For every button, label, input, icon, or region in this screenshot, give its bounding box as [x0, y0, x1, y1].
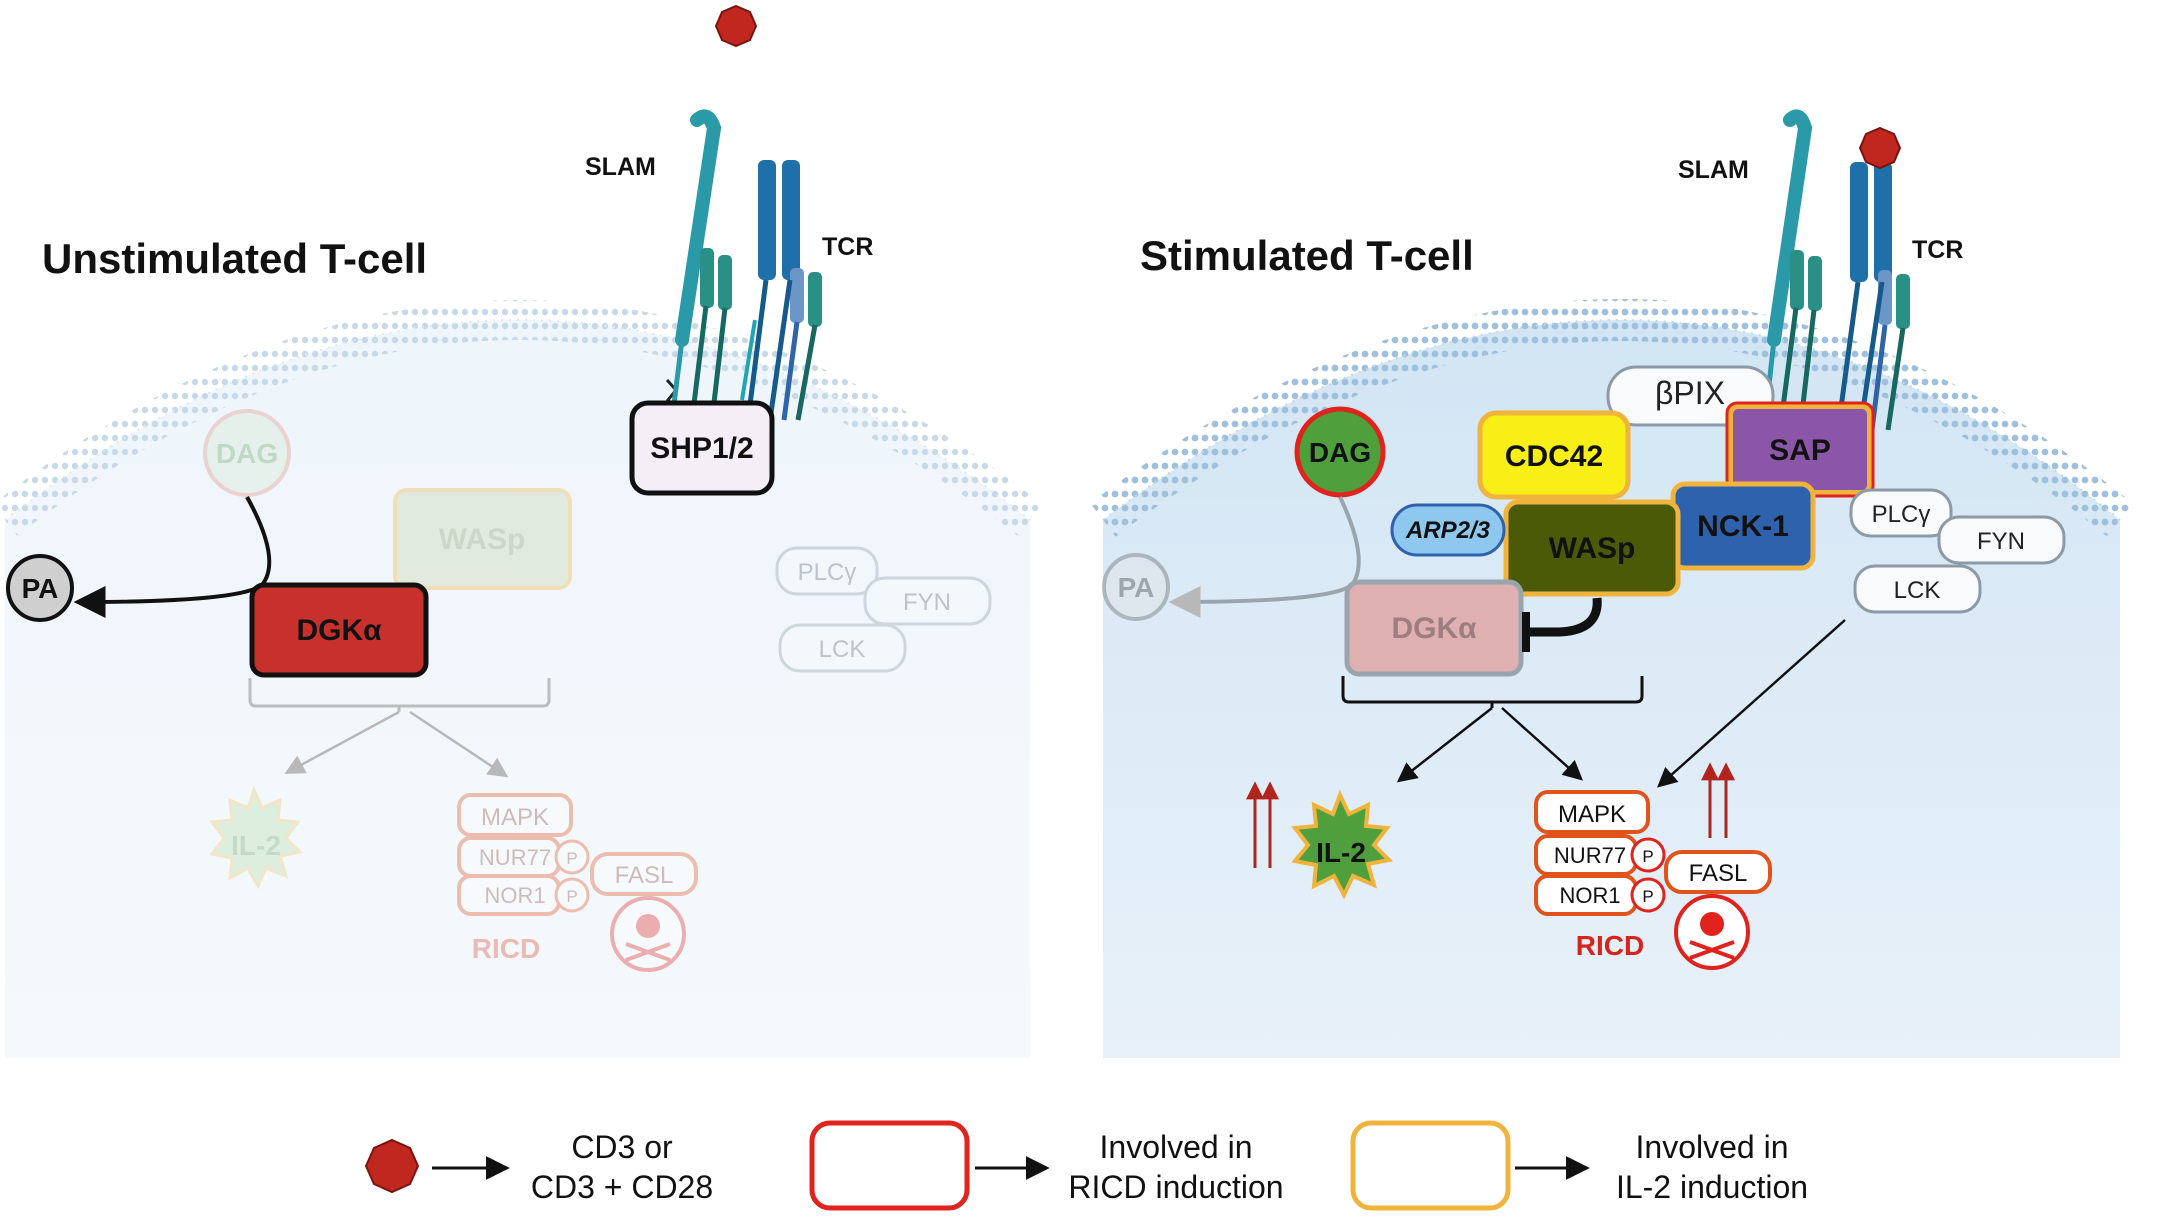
right-arrow-to-il2 [1396, 707, 1493, 783]
left-cell-body [5, 320, 1030, 1058]
legend-stimulus-icon [364, 1138, 420, 1194]
right-sap-label: SAP [1769, 434, 1831, 467]
left-mapk-box [457, 793, 573, 837]
right-mapk-box [1534, 790, 1650, 834]
left-panel-title: Unstimulated T-cell [42, 235, 427, 282]
right-arp-box [1390, 503, 1506, 557]
right-p-label-2: P [1642, 887, 1653, 906]
left-fasl-box [590, 852, 698, 896]
left-pa-node [6, 554, 74, 622]
right-lck-to-mapk-arrow [1657, 619, 1846, 788]
right-dag-node [1294, 406, 1386, 498]
left-nor1-box [457, 874, 561, 916]
left-shp-box [629, 400, 775, 496]
right-fasl-label: FASL [1689, 860, 1748, 887]
legend: CD3 or CD3 + CD28 Involved in RICD induc… [364, 1120, 1808, 1211]
left-skull-icon [610, 896, 686, 972]
right-dgk-label: DGKα [1391, 612, 1477, 645]
left-arrow-to-il2 [284, 710, 400, 774]
right-plcg-box [1849, 488, 1953, 538]
right-p-badge-1 [1630, 837, 1666, 873]
legend-il2-box [1350, 1120, 1511, 1211]
left-dag-label: DAG [216, 438, 278, 469]
right-cdc42-box [1477, 410, 1631, 500]
left-nur77-label: NUR77 [479, 845, 551, 870]
left-plcg-box [775, 546, 879, 596]
right-bpix-label: βPIX [1655, 375, 1725, 411]
right-pa-label: PA [1118, 572, 1155, 603]
right-nck-label: NCK-1 [1697, 510, 1789, 543]
right-nor1-label: NOR1 [1559, 883, 1620, 908]
left-mapk-label: MAPK [481, 804, 549, 831]
right-panel-title: Stimulated T-cell [1140, 232, 1474, 279]
right-dgk-box [1344, 579, 1524, 677]
left-dag-node [203, 409, 291, 497]
legend-il2-line1: Involved in [1636, 1129, 1789, 1165]
left-dgk-box [249, 582, 429, 678]
right-arrow-to-mapk [1501, 707, 1583, 781]
legend-stimulus-line2: CD3 + CD28 [531, 1169, 713, 1205]
right-brace [1341, 676, 1644, 708]
legend-stimulus-line1: CD3 or [571, 1129, 673, 1165]
left-fyn-box [863, 576, 992, 626]
right-panel: Stimulated T-cell SLAM TCR βPIX [1090, 109, 2134, 1058]
right-fasl-box [1664, 850, 1772, 894]
left-p-badge-1 [554, 839, 590, 875]
right-fyn-label: FYN [1977, 528, 2025, 555]
left-wasp-box [393, 488, 572, 590]
left-shp-label: SHP1/2 [650, 432, 753, 465]
right-p-label-1: P [1642, 847, 1653, 866]
left-panel: Unstimulated T-cell SLAM TCR [0, 4, 1043, 1058]
left-wasp-label: WASp [439, 523, 526, 556]
right-arp-label: ARP2/3 [1405, 517, 1491, 544]
left-fasl-label: FASL [615, 862, 674, 889]
left-pa-label: PA [22, 573, 59, 604]
right-fyn-box [1937, 515, 2066, 565]
left-p-label-2: P [566, 887, 577, 906]
right-ricd-label: RICD [1576, 930, 1644, 961]
legend-ricd-line1: Involved in [1100, 1129, 1253, 1165]
left-tcr-label: TCR [822, 233, 873, 261]
left-il2-label: IL-2 [231, 830, 281, 861]
right-dag-label: DAG [1309, 437, 1371, 468]
left-slam-label: SLAM [585, 153, 656, 181]
right-cdc42-label: CDC42 [1505, 440, 1603, 473]
right-mapk-label: MAPK [1558, 801, 1626, 828]
right-il2-up-arrows [1246, 781, 1279, 868]
left-nor1-label: NOR1 [484, 883, 545, 908]
right-ricd-up-arrows [1701, 762, 1735, 838]
legend-ricd-box [809, 1120, 970, 1211]
left-ricd-label: RICD [472, 933, 540, 964]
left-lck-box [778, 623, 907, 673]
right-lck-box [1853, 564, 1982, 614]
left-dgk-label: DGKα [296, 614, 382, 647]
legend-il2-line2: IL-2 induction [1616, 1169, 1808, 1205]
right-il2-burst [1291, 789, 1394, 900]
left-arrow-to-mapk [409, 710, 509, 778]
right-wasp-inhibits-dgk [1530, 597, 1602, 637]
right-slam-label: SLAM [1678, 156, 1749, 184]
left-il2-burst [209, 785, 304, 890]
right-tcr-label: TCR [1912, 236, 1963, 264]
right-lck-label: LCK [1894, 577, 1941, 604]
right-p-badge-2 [1630, 877, 1666, 913]
left-brace [248, 678, 551, 712]
right-wasp-label: WASp [1549, 532, 1636, 565]
right-nur77-label: NUR77 [1554, 843, 1626, 868]
left-p-label-1: P [566, 849, 577, 868]
right-wasp-box [1503, 499, 1681, 597]
right-stimulus-hexagon [1858, 126, 1902, 170]
stimulus-hexagon [714, 4, 758, 48]
left-plcg-label: PLCγ [798, 559, 857, 586]
right-pa-node [1102, 553, 1170, 621]
right-plcg-label: PLCγ [1872, 501, 1931, 528]
left-nur77-box [457, 836, 561, 878]
left-fyn-label: FYN [903, 589, 951, 616]
right-il2-label: IL-2 [1316, 837, 1366, 868]
left-lck-label: LCK [819, 636, 866, 663]
left-p-badge-2 [554, 877, 590, 913]
legend-ricd-line2: RICD induction [1068, 1169, 1283, 1205]
